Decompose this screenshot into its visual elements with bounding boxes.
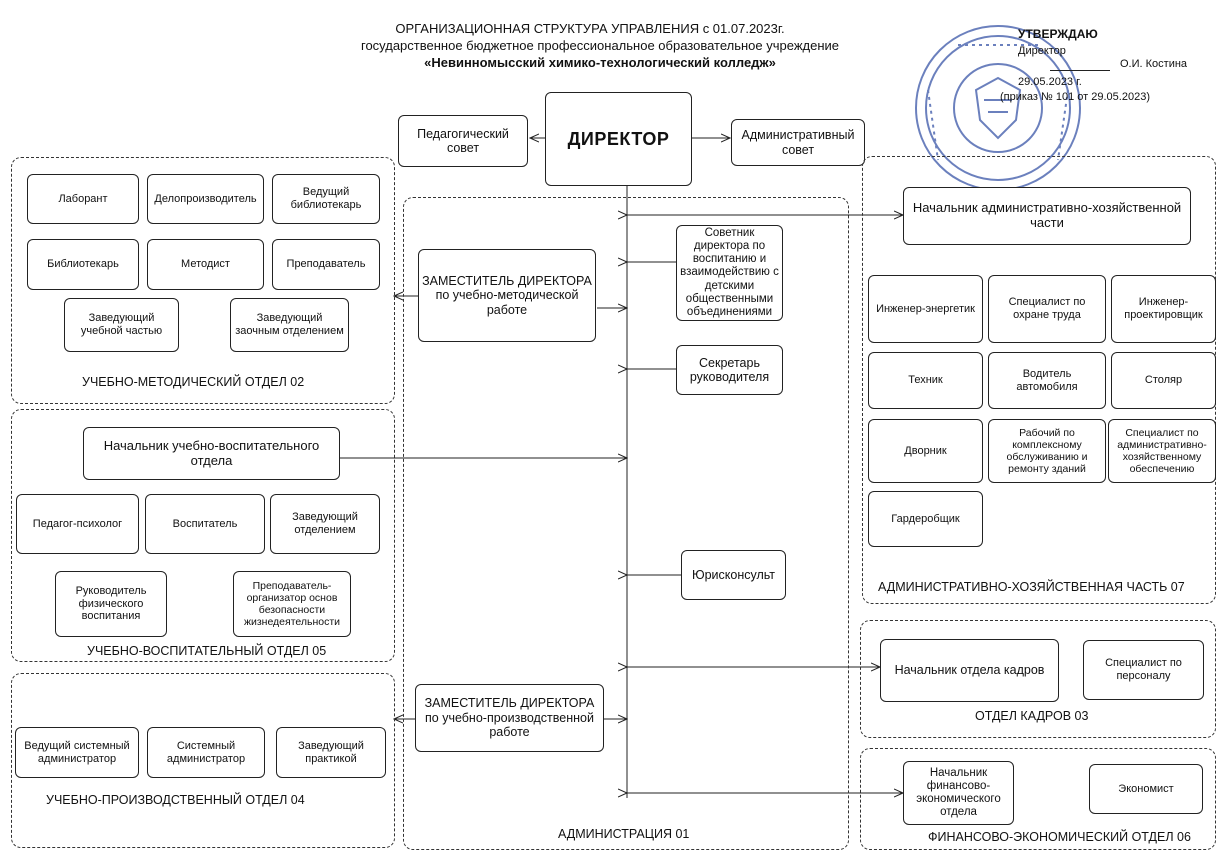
ahch-item: Рабочий по комплексному обслуживанию и р… bbox=[988, 419, 1106, 483]
method-item: Заведующий учебной частью bbox=[64, 298, 179, 352]
stamp-icon bbox=[915, 25, 1081, 191]
fin-head-box: Начальник финансово-экономического отдел… bbox=[903, 761, 1014, 825]
edu-item: Заведующий отделением bbox=[270, 494, 380, 554]
fin-dept-label: ФИНАНСОВО-ЭКОНОМИЧЕСКИЙ ОТДЕЛ 06 bbox=[928, 830, 1191, 844]
admin-council-box: Административный совет bbox=[731, 119, 865, 166]
prod-item: Системный администратор bbox=[147, 727, 265, 778]
ahch-item: Специалист по административно-хозяйствен… bbox=[1108, 419, 1216, 483]
method-item: Делопроизводитель bbox=[147, 174, 264, 224]
signature-line bbox=[1050, 70, 1110, 71]
administration-label: АДМИНИСТРАЦИЯ 01 bbox=[558, 827, 690, 841]
edu-item: Преподаватель-организатор основ безопасн… bbox=[233, 571, 351, 637]
edu-item: Педагог-психолог bbox=[16, 494, 139, 554]
hr-dept bbox=[860, 620, 1216, 738]
org-type: государственное бюджетное профессиональн… bbox=[360, 38, 840, 53]
ped-council-box: Педагогический совет bbox=[398, 115, 528, 167]
method-item: Методист bbox=[147, 239, 264, 290]
ahch-head-box: Начальник административно-хозяйственной … bbox=[903, 187, 1191, 245]
chart-title: ОРГАНИЗАЦИОННАЯ СТРУКТУРА УПРАВЛЕНИЯ с 0… bbox=[395, 21, 785, 36]
approval-signer: О.И. Костина bbox=[1120, 58, 1188, 70]
ahch-item: Техник bbox=[868, 352, 983, 409]
method-dept-label: УЧЕБНО-МЕТОДИЧЕСКИЙ ОТДЕЛ 02 bbox=[82, 375, 305, 389]
org-name: «Невинномысский химико-технологический к… bbox=[424, 55, 776, 70]
edu-item: Воспитатель bbox=[145, 494, 265, 554]
hr-head-box: Начальник отдела кадров bbox=[880, 639, 1059, 702]
prod-dept-label: УЧЕБНО-ПРОИЗВОДСТВЕННЫЙ ОТДЕЛ 04 bbox=[46, 793, 305, 807]
approval-title: УТВЕРЖДАЮ bbox=[1018, 27, 1098, 41]
ahch-item: Водитель автомобиля bbox=[988, 352, 1106, 409]
edu-head-box: Начальник учебно-воспитательного отдела bbox=[83, 427, 340, 480]
ahch-item: Гардеробщик bbox=[868, 491, 983, 547]
method-item: Лаборант bbox=[27, 174, 139, 224]
ahch-item: Специалист по охране труда bbox=[988, 275, 1106, 343]
fin-dept bbox=[860, 748, 1216, 850]
edu-dept bbox=[11, 409, 395, 662]
advisor-box: Советник директора по воспитанию и взаим… bbox=[676, 225, 783, 321]
hr-item: Специалист по персоналу bbox=[1083, 640, 1204, 700]
director-box: ДИРЕКТОР bbox=[545, 92, 692, 186]
deputy-method-box: ЗАМЕСТИТЕЛЬ ДИРЕКТОРА по учебно-методиче… bbox=[418, 249, 596, 342]
prod-item: Заведующий практикой bbox=[276, 727, 386, 778]
fin-item: Экономист bbox=[1089, 764, 1203, 814]
method-item: Преподаватель bbox=[272, 239, 380, 290]
method-dept bbox=[11, 157, 395, 404]
administration-dept bbox=[403, 197, 849, 850]
edu-item: Руководитель физического воспитания bbox=[55, 571, 167, 637]
ahch-item: Инженер-энергетик bbox=[868, 275, 983, 343]
prod-item: Ведущий системный администратор bbox=[15, 727, 139, 778]
approval-date: 29.05.2023 г. bbox=[1018, 76, 1082, 88]
ahch-dept-label: АДМИНИСТРАТИВНО-ХОЗЯЙСТВЕННАЯ ЧАСТЬ 07 bbox=[878, 580, 1185, 594]
hr-dept-label: ОТДЕЛ КАДРОВ 03 bbox=[975, 709, 1089, 723]
method-item: Библиотекарь bbox=[27, 239, 139, 290]
approval-role: Директор bbox=[1018, 45, 1066, 57]
prod-dept bbox=[11, 673, 395, 848]
ahch-item: Дворник bbox=[868, 419, 983, 483]
deputy-prod-box: ЗАМЕСТИТЕЛЬ ДИРЕКТОРА по учебно-производ… bbox=[415, 684, 604, 752]
approval-order: (приказ № 101 от 29.05.2023) bbox=[1000, 91, 1150, 103]
method-item: Заведующий заочным отделением bbox=[230, 298, 349, 352]
lawyer-box: Юрисконсульт bbox=[681, 550, 786, 600]
ahch-item: Инженер-проектировщик bbox=[1111, 275, 1216, 343]
edu-dept-label: УЧЕБНО-ВОСПИТАТЕЛЬНЫЙ ОТДЕЛ 05 bbox=[87, 644, 327, 658]
ahch-item: Столяр bbox=[1111, 352, 1216, 409]
secretary-box: Секретарь руководителя bbox=[676, 345, 783, 395]
method-item: Ведущий библиотекарь bbox=[272, 174, 380, 224]
